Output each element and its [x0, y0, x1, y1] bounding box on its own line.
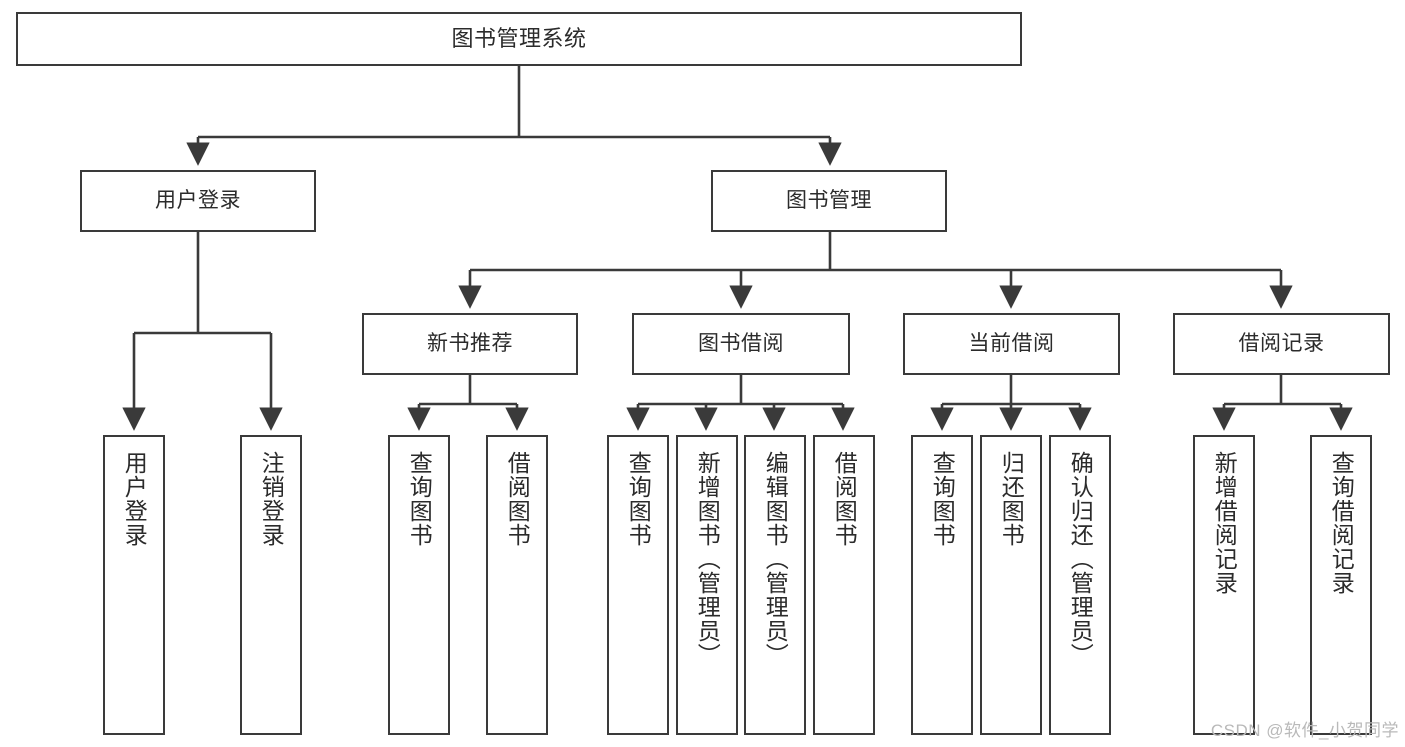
leaf-query-book-3[interactable]: 查询图书: [911, 435, 973, 735]
leaf-user-login-label: 用户登录: [121, 451, 148, 547]
leaf-user-login[interactable]: 用户登录: [103, 435, 165, 735]
node-borrow-record[interactable]: 借阅记录: [1173, 313, 1390, 375]
leaf-edit-book[interactable]: 编辑图书（管理员）: [744, 435, 806, 735]
node-user-login-label: 用户登录: [155, 188, 241, 212]
leaf-borrow-book-1-label: 借阅图书: [504, 451, 531, 547]
leaf-borrow-book-2[interactable]: 借阅图书: [813, 435, 875, 735]
leaf-query-book-3-label: 查询图书: [929, 451, 956, 547]
leaf-query-book-2-label: 查询图书: [625, 451, 652, 547]
leaf-add-book-label: 新增图书（管理员）: [694, 451, 721, 667]
leaf-logout[interactable]: 注销登录: [240, 435, 302, 735]
leaf-logout-label: 注销登录: [258, 451, 285, 547]
node-current-borrow[interactable]: 当前借阅: [903, 313, 1120, 375]
node-book-manage-label: 图书管理: [786, 188, 872, 212]
leaf-query-book-1-label: 查询图书: [406, 451, 433, 547]
leaf-query-record-label: 查询借阅记录: [1328, 451, 1355, 595]
leaf-query-book-1[interactable]: 查询图书: [388, 435, 450, 735]
leaf-confirm-return-label: 确认归还（管理员）: [1067, 451, 1094, 667]
node-book-borrow-label: 图书借阅: [698, 331, 784, 355]
node-root-label: 图书管理系统: [451, 26, 587, 52]
node-book-manage[interactable]: 图书管理: [711, 170, 947, 232]
node-root[interactable]: 图书管理系统: [16, 12, 1022, 66]
node-borrow-record-label: 借阅记录: [1238, 331, 1325, 355]
leaf-query-record[interactable]: 查询借阅记录: [1310, 435, 1372, 735]
leaf-return-book[interactable]: 归还图书: [980, 435, 1042, 735]
leaf-borrow-book-2-label: 借阅图书: [831, 451, 858, 547]
node-user-login[interactable]: 用户登录: [80, 170, 316, 232]
leaf-query-book-2[interactable]: 查询图书: [607, 435, 669, 735]
leaf-add-book[interactable]: 新增图书（管理员）: [676, 435, 738, 735]
node-new-book-recommend[interactable]: 新书推荐: [362, 313, 578, 375]
leaf-return-book-label: 归还图书: [998, 451, 1025, 547]
leaf-add-record[interactable]: 新增借阅记录: [1193, 435, 1255, 735]
node-new-book-recommend-label: 新书推荐: [427, 331, 513, 355]
node-book-borrow[interactable]: 图书借阅: [632, 313, 850, 375]
leaf-edit-book-label: 编辑图书（管理员）: [762, 451, 789, 667]
node-current-borrow-label: 当前借阅: [968, 331, 1055, 355]
leaf-add-record-label: 新增借阅记录: [1211, 451, 1238, 595]
leaf-confirm-return[interactable]: 确认归还（管理员）: [1049, 435, 1111, 735]
leaf-borrow-book-1[interactable]: 借阅图书: [486, 435, 548, 735]
